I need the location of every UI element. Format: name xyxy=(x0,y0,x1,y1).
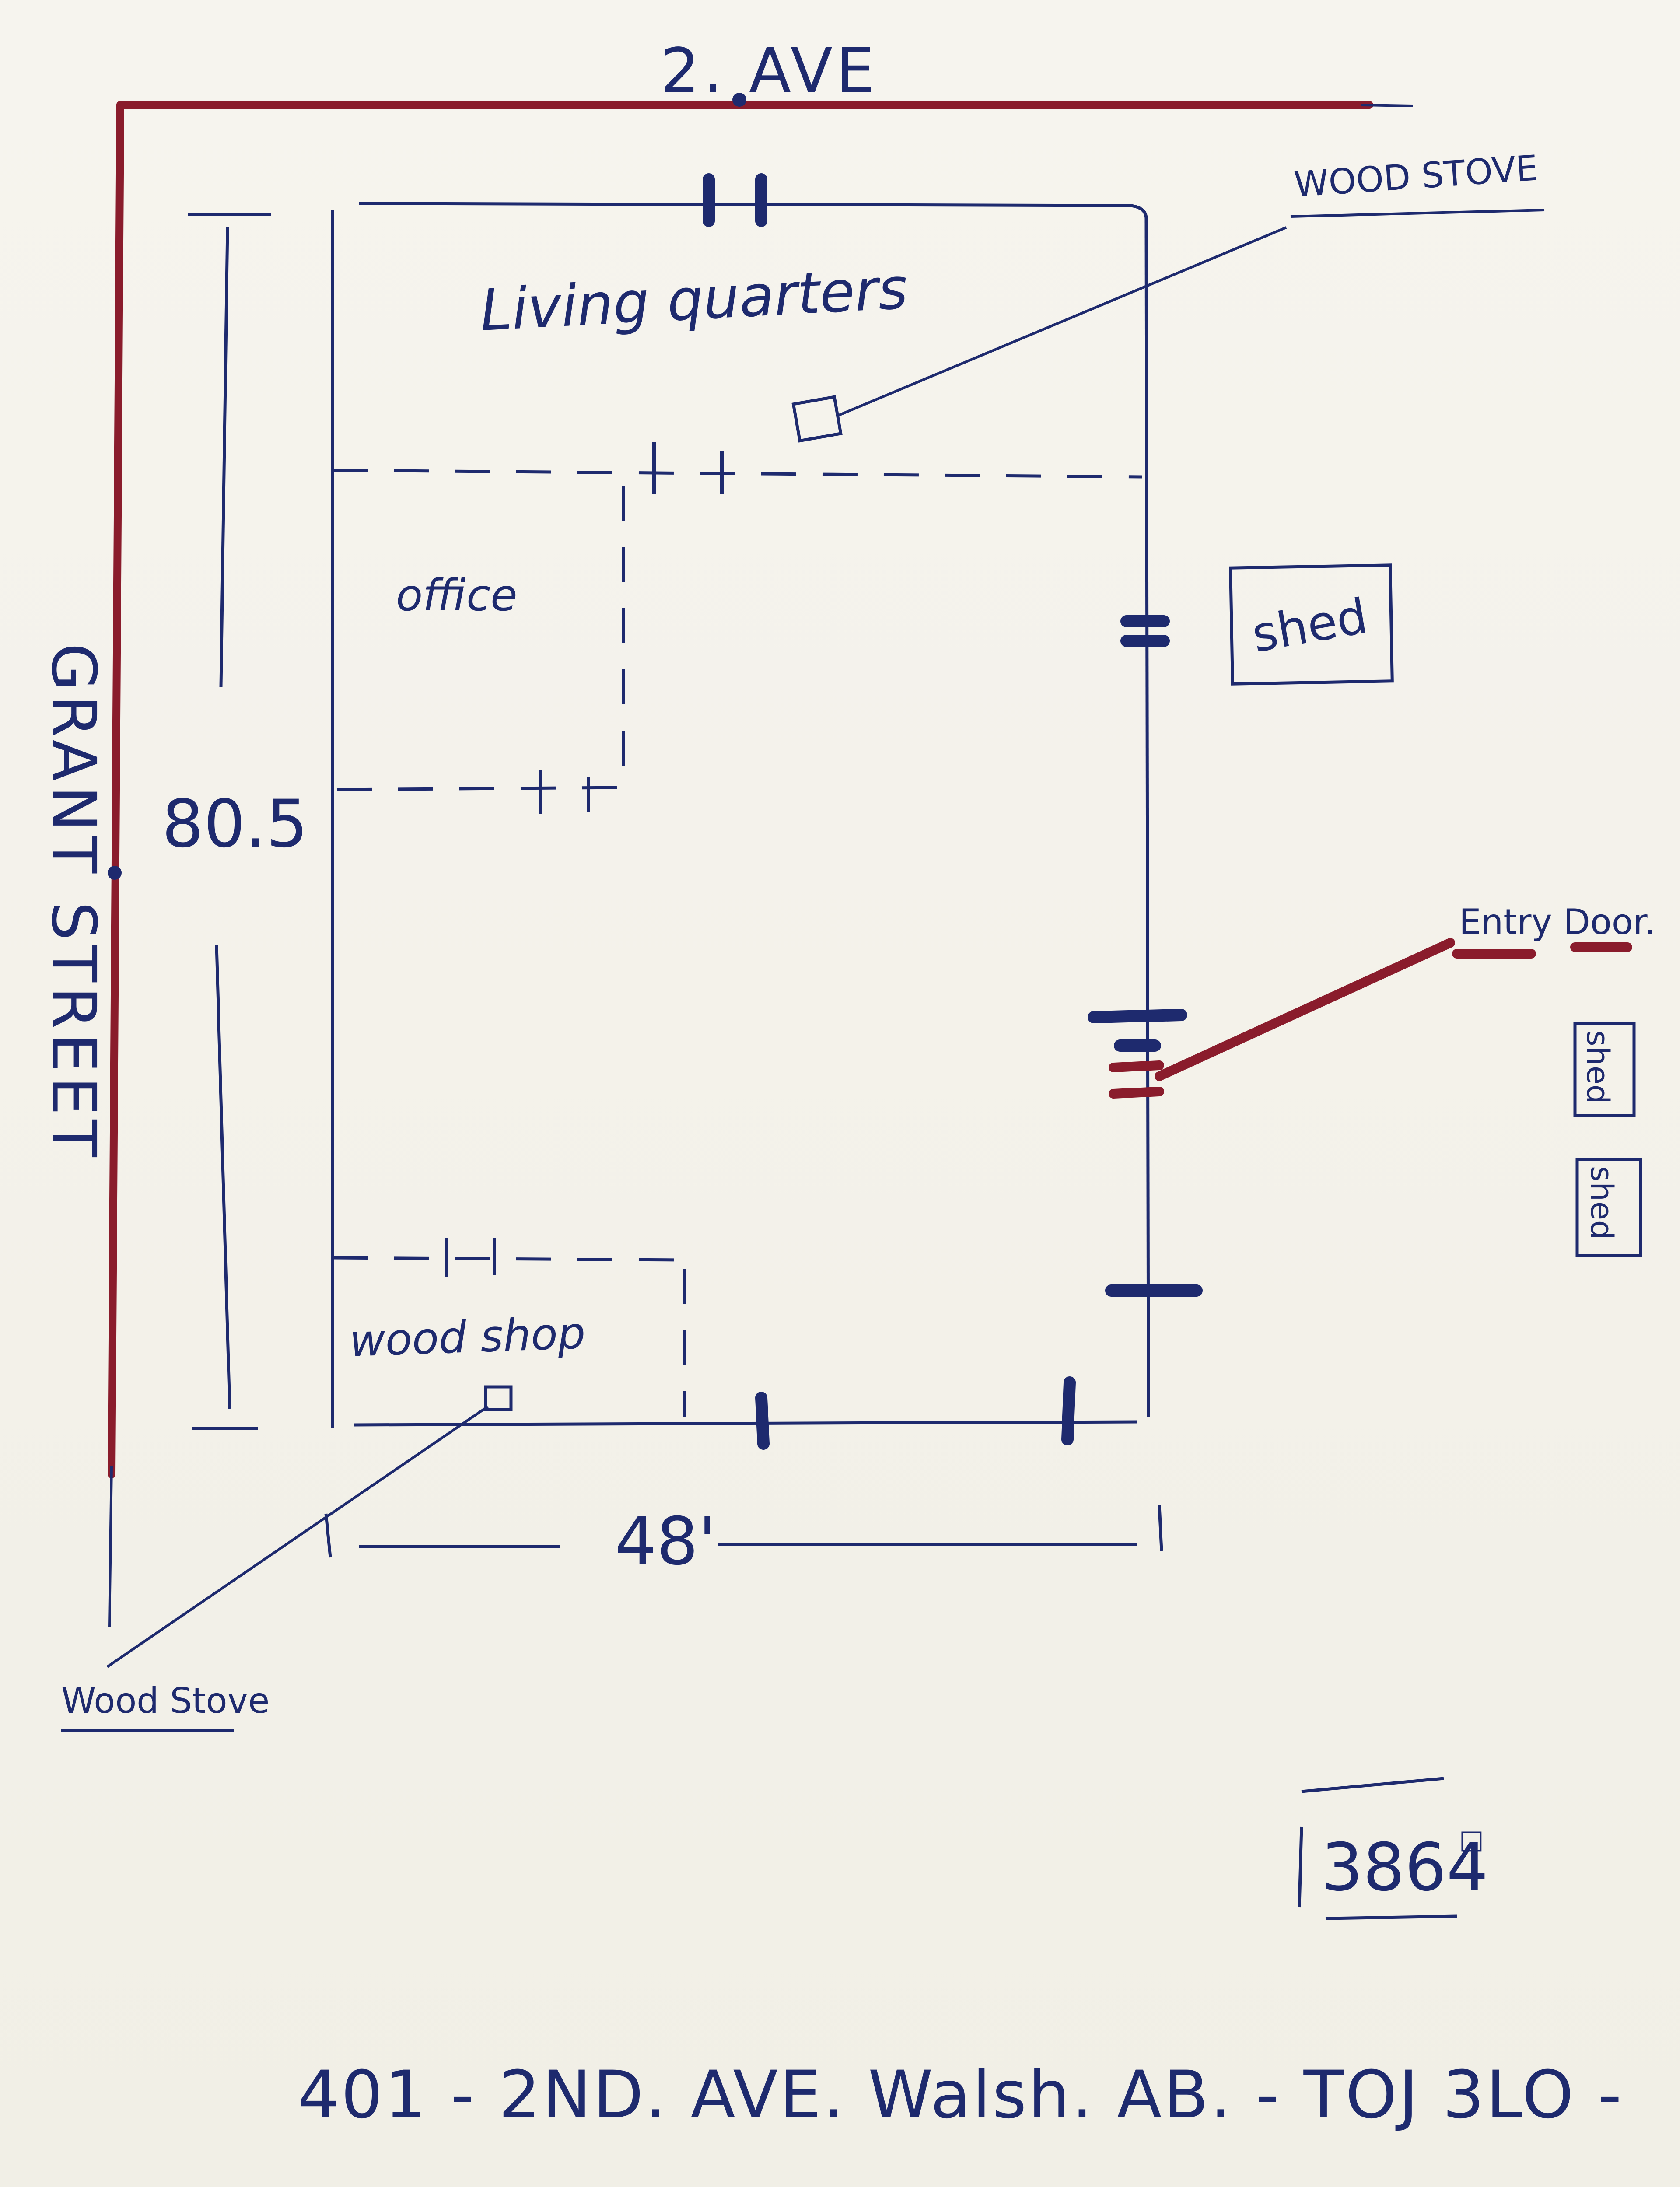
shed-small-1-label: shed xyxy=(1580,1030,1616,1104)
interior-door-ticks xyxy=(444,442,724,1277)
woodstove-top-underline xyxy=(1290,209,1545,218)
room-label-living: Living quarters xyxy=(479,255,910,344)
entry-door-marks xyxy=(1109,938,1632,1099)
opening-marks xyxy=(703,173,1203,1450)
woodstove-bottom-label: Wood Stove xyxy=(61,1680,270,1721)
dimension-height-label: 80.5 xyxy=(162,786,308,862)
room-label-office: office xyxy=(396,570,518,621)
interior-partitions xyxy=(332,469,1142,1417)
shed-large xyxy=(1229,563,1394,686)
woodstove-bottom-leader xyxy=(106,1405,489,1668)
woodstove-top-symbol xyxy=(791,395,843,443)
dimension-height xyxy=(188,213,271,1430)
building-outline xyxy=(331,202,1150,1428)
street-dot-left xyxy=(108,866,122,880)
woodstove-bottom-symbol xyxy=(484,1385,513,1411)
shed-small-1 xyxy=(1573,1022,1636,1117)
street-line-left xyxy=(108,101,124,1478)
room-label-woodshop: wood shop xyxy=(349,1307,586,1367)
area-frame xyxy=(1298,1777,1457,1920)
entry-door-label: Entry Door. xyxy=(1459,902,1656,942)
street-label-top: 2. AVE xyxy=(661,35,878,107)
address-line: 401 - 2ND. AVE. Walsh. AB. - TOJ 3LO - xyxy=(298,2057,1624,2133)
dimension-width xyxy=(324,1505,1163,1558)
street-dot-top xyxy=(732,93,746,107)
area-value: 3864 xyxy=(1321,1830,1488,1906)
dimension-width-label: 48' xyxy=(615,1504,716,1580)
woodstove-top-label: WOOD STOVE xyxy=(1293,147,1540,205)
woodstove-top-leader xyxy=(837,226,1287,417)
shed-large-label: shed xyxy=(1248,588,1372,663)
shed-small-2 xyxy=(1575,1158,1642,1257)
area-unit: □ xyxy=(1459,1824,1484,1855)
shed-small-2-label: shed xyxy=(1584,1166,1620,1239)
street-line-left-ext xyxy=(108,1465,113,1628)
street-label-left: GRANT STREET xyxy=(38,643,109,1162)
street-line-top-ext xyxy=(1360,104,1414,107)
